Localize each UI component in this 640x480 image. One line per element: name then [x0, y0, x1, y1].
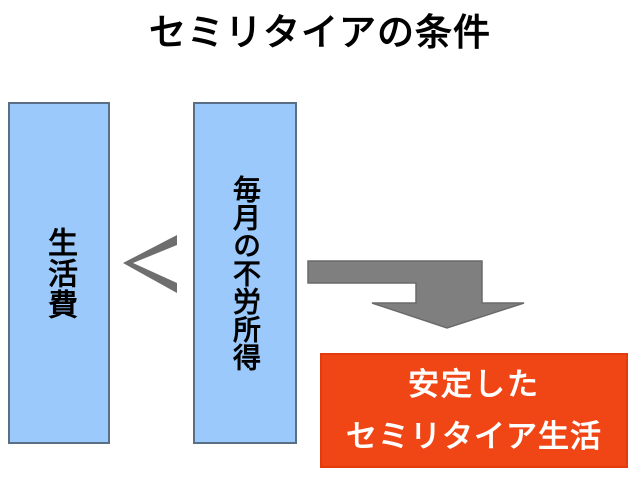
bent-down-arrow-shape — [307, 260, 525, 329]
less-than-shape — [123, 235, 177, 293]
less-than-icon — [123, 228, 179, 300]
passive-income-box: 毎月の不労所得 — [193, 102, 297, 444]
result-line-1: 安定した — [408, 366, 540, 402]
living-expenses-box: 生活費 — [8, 102, 110, 444]
result-line-2: セミリタイア生活 — [346, 418, 602, 454]
page-title: セミリタイアの条件 — [149, 12, 491, 53]
passive-income-label: 毎月の不労所得 — [230, 175, 261, 371]
living-expenses-label: 生活費 — [43, 226, 76, 320]
bent-down-arrow-icon — [306, 259, 528, 331]
stable-semiretire-box: 安定した セミリタイア生活 — [320, 353, 628, 468]
